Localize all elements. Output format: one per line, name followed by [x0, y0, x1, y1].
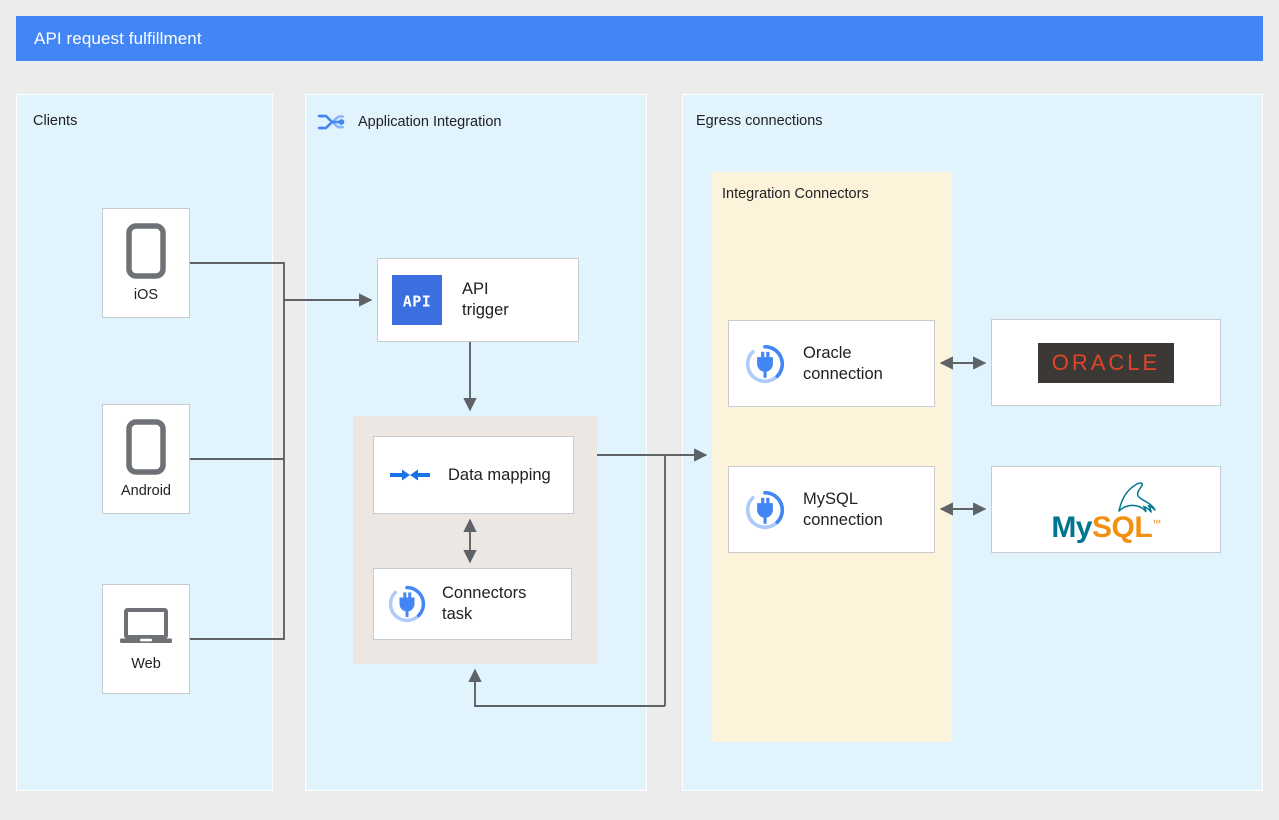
mysql-logo: MySQL™ — [1043, 477, 1169, 543]
mysql-logo-trademark: ™ — [1152, 517, 1161, 528]
node-client-web[interactable]: Web — [102, 584, 190, 694]
mysql-logo-my: My — [1051, 510, 1092, 544]
data-mapping-icon — [390, 469, 430, 481]
node-connectors-task-label: Connectors task — [442, 584, 527, 623]
node-mysql-connection[interactable]: MySQL connection — [728, 466, 935, 553]
node-data-mapping[interactable]: Data mapping — [373, 436, 574, 514]
client-label-android: Android — [121, 483, 171, 499]
connectors-plug-icon — [388, 585, 426, 623]
laptop-icon — [120, 608, 172, 643]
node-data-mapping-label: Data mapping — [448, 465, 551, 484]
diagram-title-bar: API request fulfillment — [16, 16, 1263, 61]
node-mysql-connection-label: MySQL connection — [803, 489, 883, 529]
node-connectors-task[interactable]: Connectors task — [373, 568, 572, 640]
panel-clients-title: Clients — [33, 113, 78, 129]
svg-text:API: API — [403, 293, 432, 311]
node-mysql-backend[interactable]: MySQL™ — [991, 466, 1221, 553]
api-icon: API — [392, 275, 442, 325]
oracle-logo-text: ORACLE — [1051, 349, 1161, 375]
mysql-logo-text: MySQL™ — [1051, 510, 1161, 544]
mysql-logo-sql: SQL — [1092, 510, 1153, 544]
connectors-plug-icon — [745, 490, 785, 529]
connectors-plug-icon — [745, 344, 785, 383]
client-label-ios: iOS — [133, 287, 159, 303]
panel-application-integration-header: Application Integration — [317, 108, 502, 136]
node-api-trigger-label: API trigger — [462, 280, 509, 319]
panel-integration-connectors-title: Integration Connectors — [722, 186, 869, 202]
mysql-dolphin-icon — [1118, 481, 1156, 513]
panel-integration-connectors — [712, 172, 952, 742]
client-label-web: Web — [131, 656, 161, 672]
node-client-android[interactable]: Android — [102, 404, 190, 514]
node-oracle-connection[interactable]: Oracle connection — [728, 320, 935, 407]
node-oracle-backend[interactable]: ORACLE — [991, 319, 1221, 406]
mobile-phone-icon — [126, 419, 166, 475]
node-oracle-connection-label: Oracle connection — [803, 343, 883, 383]
node-api-trigger[interactable]: API API trigger — [377, 258, 579, 342]
panel-egress-title: Egress connections — [696, 113, 823, 129]
application-integration-icon — [317, 114, 345, 130]
oracle-logo: ORACLE — [1037, 342, 1175, 383]
node-client-ios[interactable]: iOS — [102, 208, 190, 318]
panel-application-integration-title: Application Integration — [358, 114, 502, 130]
mobile-phone-icon — [126, 223, 166, 279]
page-title: API request fulfillment — [34, 28, 202, 48]
